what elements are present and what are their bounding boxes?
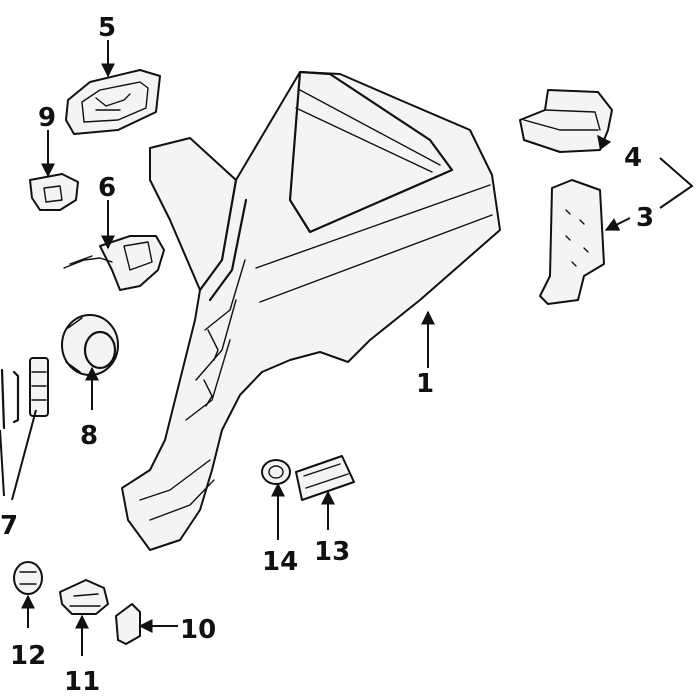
callout-4: 4 [624, 143, 642, 173]
part-14-plug [261, 459, 291, 485]
callout-12: 12 [10, 641, 46, 671]
part-10-pad [115, 603, 141, 645]
callout-9: 9 [38, 103, 56, 133]
callout-1: 1 [416, 369, 434, 399]
callout-6: 6 [98, 173, 116, 203]
part-13-pad [295, 455, 355, 501]
callout-8: 8 [80, 421, 98, 451]
quarter-panel [121, 70, 501, 551]
callout-7: 7 [0, 511, 18, 541]
part-12-clip [13, 561, 43, 595]
callout-3: 3 [636, 203, 654, 233]
part-7-strips [0, 357, 49, 430]
callout-14: 14 [262, 547, 298, 577]
leader-lines [0, 40, 694, 656]
callout-11: 11 [64, 667, 100, 697]
fuel-door [65, 69, 161, 135]
part-8-grommet [61, 314, 119, 376]
part-6-latch [63, 235, 165, 291]
callout-10: 10 [180, 615, 216, 645]
part-4-box [519, 89, 613, 153]
part-11-actuator [59, 579, 109, 615]
part-9-bracket [29, 173, 79, 211]
callout-13: 13 [314, 537, 350, 567]
callout-5: 5 [98, 13, 116, 43]
part-3-panel [539, 179, 605, 305]
